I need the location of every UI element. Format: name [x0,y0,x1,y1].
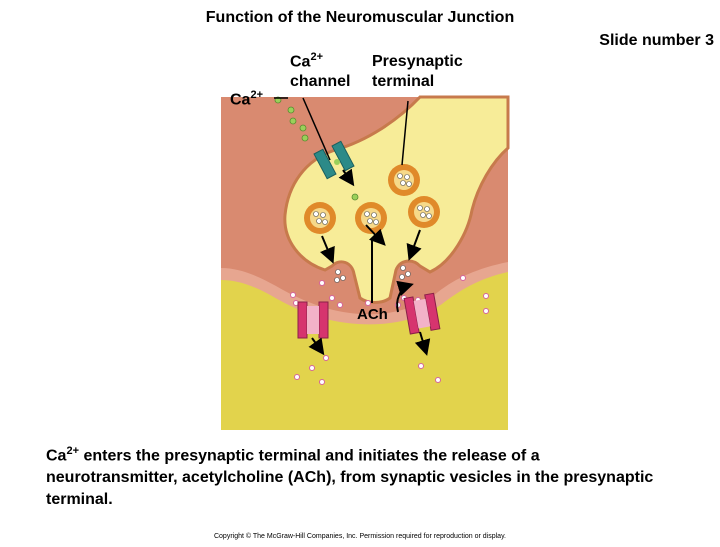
slide-number: Slide number 3 [599,32,714,49]
slide-caption: Ca2+ enters the presynaptic terminal and… [46,440,666,511]
channel-word-label: channel [290,73,351,90]
ach-receptor-icon [297,301,329,339]
caption-text: enters the presynaptic terminal and init… [46,447,654,509]
synaptic-vesicle-icon [304,202,336,234]
ca-channel-icon [313,140,355,180]
ach-receptor-icon [403,292,441,335]
annotation-lines [274,97,409,166]
ca-channel-label-sup: 2+ [310,51,323,63]
ca-channel-label-base: Ca [290,53,311,71]
fusing-vesicle [334,265,411,283]
ca-outside-label-sup: 2+ [250,89,263,101]
ca-outside-label-base: Ca [230,91,251,109]
synaptic-vesicle-icon [355,202,387,234]
ca-outside-label: Ca2+ [230,89,263,109]
ach-label: ACh [357,306,388,323]
calcium-ion-icon [274,96,359,201]
acetylcholine-molecules [290,275,489,385]
synaptic-cleft [221,262,508,325]
copyright-notice: Copyright © The McGraw-Hill Companies, I… [213,533,506,540]
presynaptic-label-line2: terminal [372,73,435,90]
synaptic-vesicle-icon [388,164,420,196]
caption-ca-base: Ca [46,447,67,465]
ca-channel-label: Ca2+ [290,51,323,71]
presynaptic-label-line1: Presynaptic [372,53,463,70]
process-arrows [308,168,431,356]
synaptic-vesicle-icon [408,196,440,228]
slide-title: Function of the Neuromuscular Junction [205,9,515,26]
caption-ca-sup: 2+ [66,445,79,457]
